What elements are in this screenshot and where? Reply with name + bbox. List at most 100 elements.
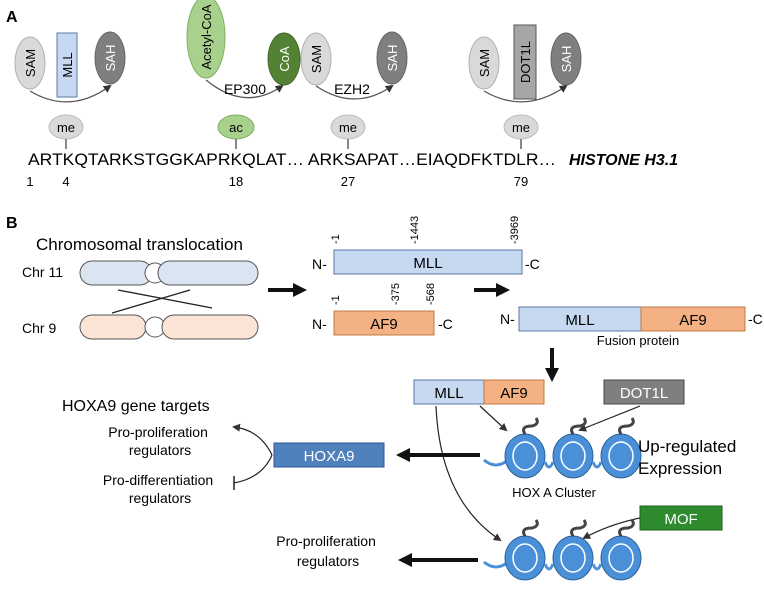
chr11-label: Chr 11 bbox=[22, 264, 63, 280]
pro-prolif-line-2: regulators bbox=[129, 442, 191, 458]
translocation-title: Chromosomal translocation bbox=[36, 235, 243, 254]
sah-label: SAH bbox=[559, 46, 574, 73]
upregulated-line-1: Up-regulated bbox=[638, 437, 736, 456]
sam-label: SAM bbox=[309, 45, 324, 73]
dot1l-box-label: DOT1L bbox=[620, 385, 668, 402]
sah-bubble bbox=[376, 31, 408, 85]
coa-bubble bbox=[267, 32, 301, 86]
fusion-mll-label: MLL bbox=[565, 312, 594, 329]
sah-bubble bbox=[94, 31, 126, 85]
dot1l-box bbox=[603, 379, 685, 405]
ezh2-label: EZH2 bbox=[334, 81, 370, 97]
hox-cluster-label: HOX A Cluster bbox=[512, 485, 596, 500]
mll-protein: N- MLL -C -1 -1443 -3969 bbox=[312, 216, 540, 275]
pro-differentiation: Pro-differentiation regulators bbox=[103, 472, 217, 506]
ep300-reaction-arrow bbox=[205, 79, 284, 99]
mll-reaction-arrow bbox=[29, 84, 112, 103]
histone-name: HISTONE H3.1 bbox=[569, 152, 678, 169]
mll-protein-label: MLL bbox=[413, 255, 442, 272]
pro-prolif-line-1: Pro-proliferation bbox=[108, 424, 208, 440]
hoxa9-activates bbox=[232, 423, 273, 456]
dot1l-to-chromatin bbox=[578, 405, 641, 432]
hoxa9-targets-title: HOXA9 gene targets bbox=[62, 398, 210, 415]
fusion-n-term: N- bbox=[500, 311, 515, 327]
af9-protein-label: AF9 bbox=[370, 316, 398, 333]
me-label-k79: me bbox=[512, 120, 530, 135]
pro-prolif-bottom-line-1: Pro-proliferation bbox=[276, 533, 376, 549]
mll-pos-3969: -3969 bbox=[509, 216, 521, 244]
upregulated-label: Up-regulated Expression bbox=[638, 437, 741, 478]
mll-pos-1443: -1443 bbox=[409, 216, 421, 244]
af9-pos-375: -375 bbox=[390, 283, 402, 305]
complex-mll-label: MLL bbox=[434, 385, 463, 402]
ezh2-reaction-arrow bbox=[315, 84, 394, 100]
sah-label: SAH bbox=[385, 45, 400, 72]
fusion-c-term: -C bbox=[748, 311, 763, 327]
pro-diff-line-2: regulators bbox=[129, 490, 191, 506]
af9-protein: N- AF9 -C -1 -375 -568 bbox=[312, 283, 453, 336]
pro-diff-line-1: Pro-differentiation bbox=[103, 472, 213, 488]
chr9: Chr 9 bbox=[22, 314, 259, 340]
mll-enzyme-box bbox=[56, 32, 78, 98]
acetyl-coa-bubble bbox=[186, 0, 226, 79]
pro-proliferation-lower: Pro-proliferation regulators bbox=[276, 533, 380, 569]
sam-bubble bbox=[468, 36, 500, 90]
position-27: 27 bbox=[341, 174, 355, 189]
sah-label: SAH bbox=[103, 45, 118, 72]
af9-pos-1: -1 bbox=[330, 295, 342, 305]
mof-label: MOF bbox=[664, 511, 697, 528]
ezh2-group: SAM SAH EZH2 me bbox=[300, 31, 408, 149]
position-4: 4 bbox=[62, 174, 69, 189]
mll-pos-1: -1 bbox=[330, 234, 342, 244]
af9-pos-568: -568 bbox=[425, 283, 437, 305]
pro-prolif-bottom-line-2: regulators bbox=[297, 553, 359, 569]
acetyl-coa-label: Acetyl-CoA bbox=[199, 4, 214, 69]
dot1l-enzyme-label: DOT1L bbox=[518, 41, 533, 83]
hoxa9-label: HOXA9 bbox=[304, 448, 355, 465]
af9-n-term: N- bbox=[312, 316, 327, 332]
mof-to-chromatin bbox=[582, 517, 641, 539]
mll-enzyme-label: MLL bbox=[60, 52, 75, 77]
position-1: 1 bbox=[26, 174, 33, 189]
hoxa9-inhibits bbox=[233, 454, 273, 484]
dot1l-reaction-arrow bbox=[483, 84, 568, 103]
sam-bubble bbox=[300, 32, 332, 86]
dot1l-group: SAM DOT1L SAH me bbox=[468, 24, 582, 149]
mll-af9-to-lower-chromatin bbox=[435, 405, 502, 542]
chr9-label: Chr 9 bbox=[22, 320, 56, 336]
me-label-k27: me bbox=[339, 120, 357, 135]
coa-label: CoA bbox=[277, 46, 292, 72]
mll-af9-to-chromatin bbox=[479, 405, 508, 432]
panel-a-label: A bbox=[6, 9, 18, 26]
mll-af9-complex: MLL AF9 bbox=[413, 379, 545, 405]
mll-group: SAM MLL SAH me bbox=[14, 31, 126, 149]
position-79: 79 bbox=[514, 174, 528, 189]
sam-label: SAM bbox=[477, 49, 492, 77]
chr11: Chr 11 bbox=[22, 260, 259, 286]
hox-a-cluster: HOX A Cluster bbox=[483, 417, 642, 500]
translocation-cross-1 bbox=[111, 289, 191, 314]
me-label-k4: me bbox=[57, 120, 75, 135]
position-18: 18 bbox=[229, 174, 243, 189]
lower-nucleosomes bbox=[483, 519, 642, 581]
mll-c-term: -C bbox=[525, 256, 540, 272]
ep300-group: Acetyl-CoA CoA EP300 ac bbox=[186, 0, 301, 149]
af9-c-term: -C bbox=[438, 316, 453, 332]
hoxa9-box bbox=[273, 442, 385, 468]
dot1l-enzyme-box bbox=[513, 24, 537, 100]
fusion-protein: N- MLL AF9 -C Fusion protein bbox=[500, 306, 763, 348]
sam-bubble bbox=[14, 36, 46, 90]
ep300-label: EP300 bbox=[224, 81, 266, 97]
pro-proliferation-upper: Pro-proliferation regulators bbox=[108, 424, 212, 458]
ac-label-k18: ac bbox=[229, 120, 243, 135]
mll-n-term: N- bbox=[312, 256, 327, 272]
complex-af9-label: AF9 bbox=[500, 385, 528, 402]
fusion-caption: Fusion protein bbox=[597, 333, 679, 348]
translocation-cross-2 bbox=[117, 289, 213, 309]
sam-label: SAM bbox=[23, 49, 38, 77]
upregulated-line-2: Expression bbox=[638, 459, 722, 478]
histone-sequence: ARTKQTARKSTGGKAPRKQLAT… ARKSAPAT…EIAQDFK… bbox=[28, 150, 556, 169]
fusion-af9-label: AF9 bbox=[679, 312, 707, 329]
panel-b-label: B bbox=[6, 215, 18, 232]
